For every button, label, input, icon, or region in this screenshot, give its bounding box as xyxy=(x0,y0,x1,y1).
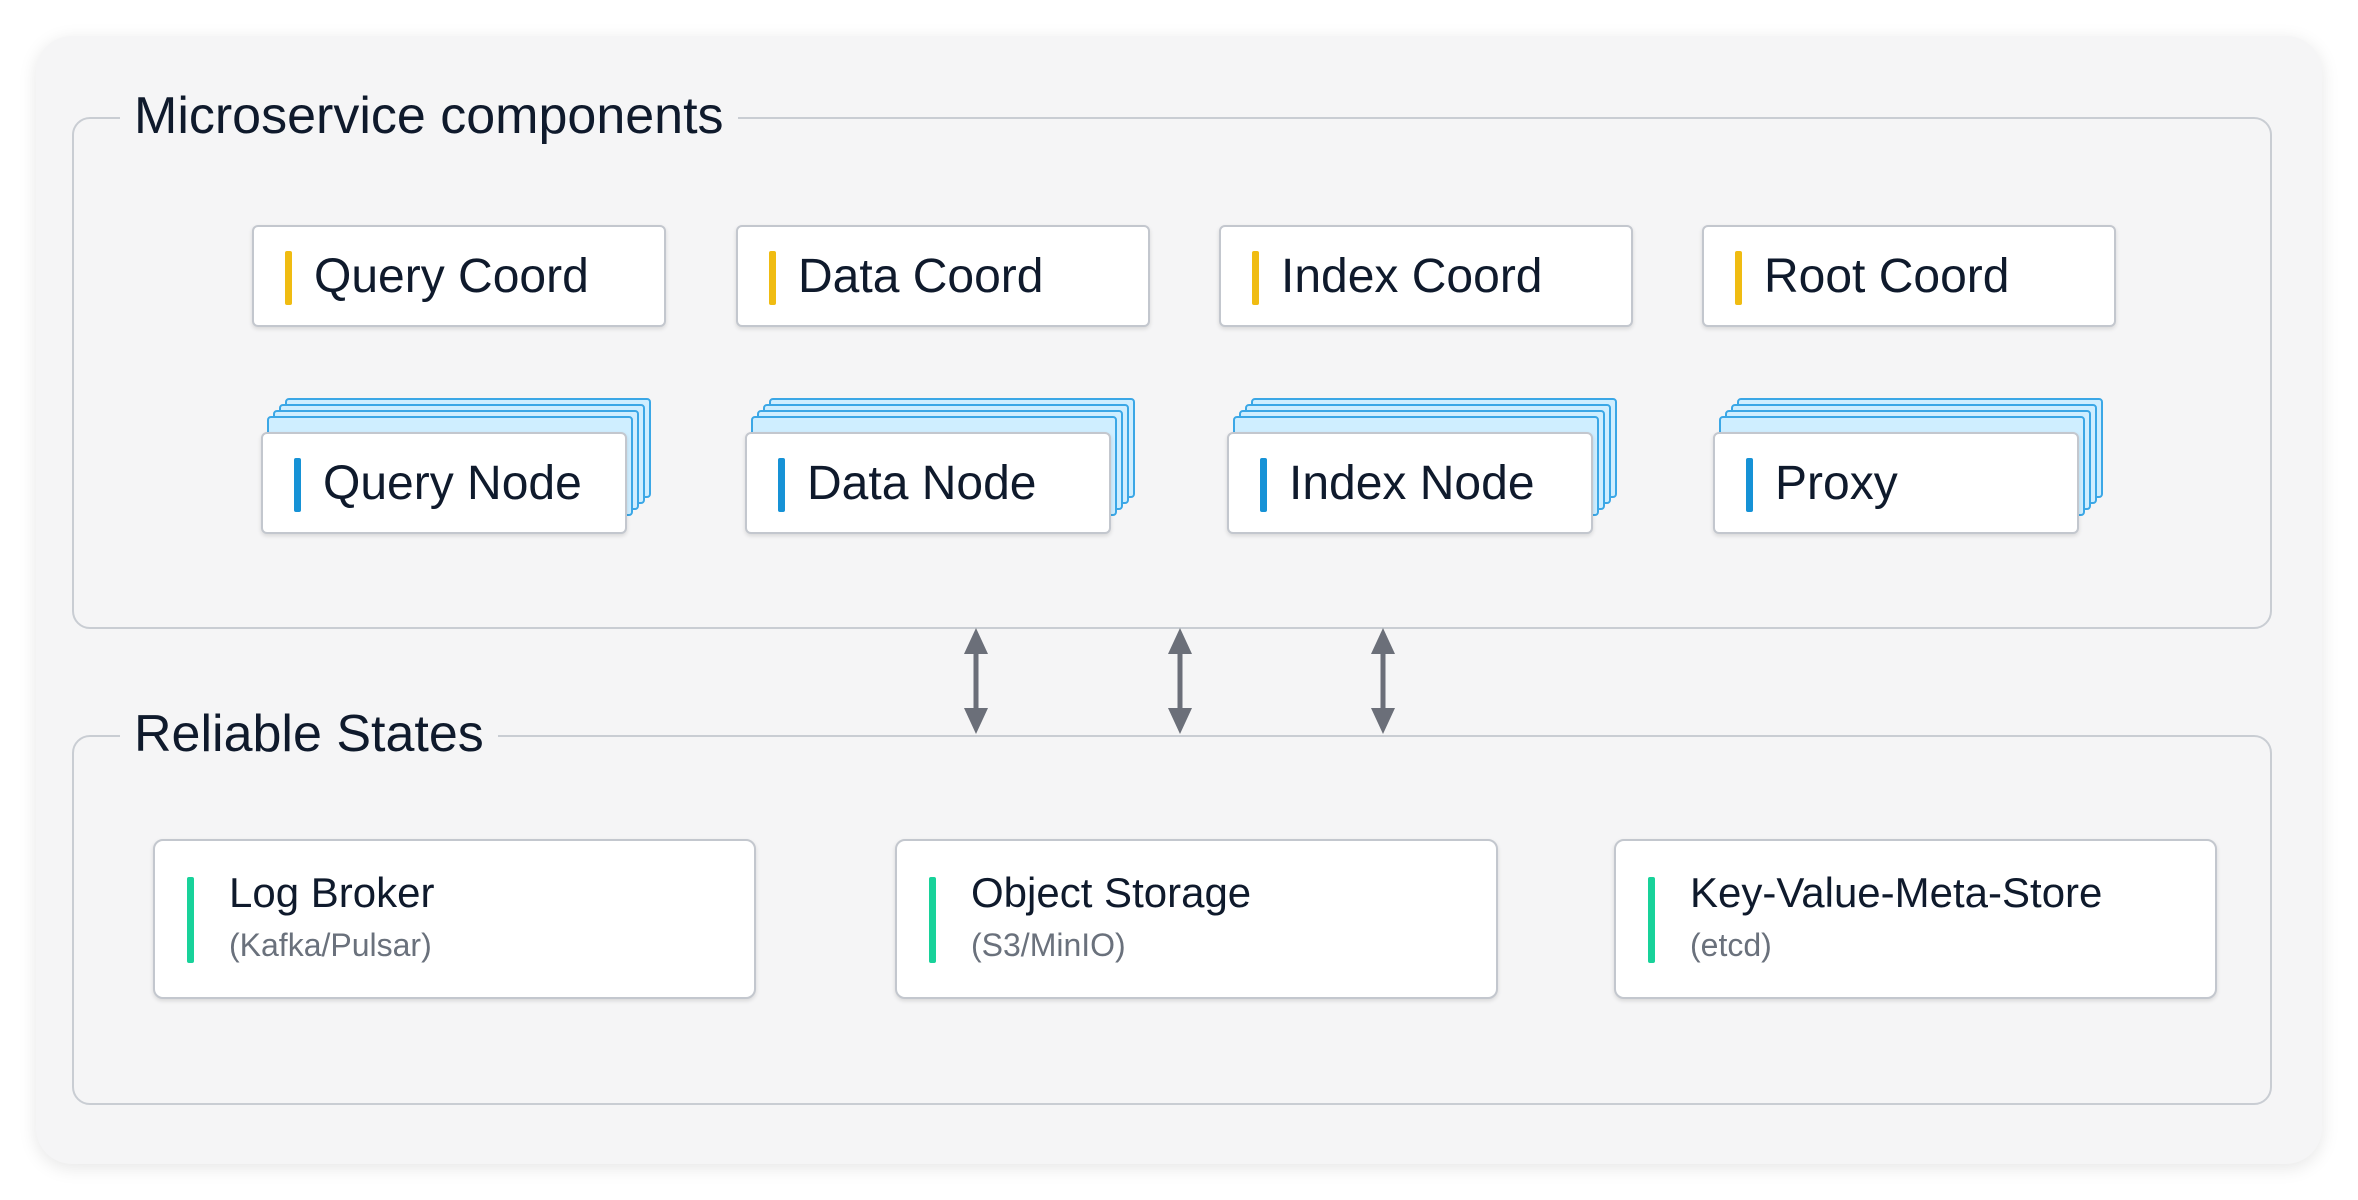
state-subtitle: (etcd) xyxy=(1690,927,1772,963)
state-title: Object Storage xyxy=(971,869,1252,916)
proxy-stack: Proxy xyxy=(1713,398,2113,538)
accent-bar xyxy=(285,251,292,305)
log-broker-box: Log Broker (Kafka/Pulsar) xyxy=(153,839,756,999)
coord-label: Index Coord xyxy=(1281,249,1543,303)
accent-bar xyxy=(1252,251,1259,305)
node-label: Proxy xyxy=(1775,456,1898,510)
microservice-components-title: Microservice components xyxy=(120,86,738,146)
double-arrow-3 xyxy=(1371,628,1395,734)
accent-bar xyxy=(929,877,936,963)
double-arrow-2 xyxy=(1168,628,1192,734)
query-node-stack: Query Node xyxy=(261,398,661,538)
microservice-components-group xyxy=(72,117,2272,629)
query-coord-box: Query Coord xyxy=(252,225,666,327)
state-title: Key-Value-Meta-Store xyxy=(1690,869,2103,916)
state-subtitle: (Kafka/Pulsar) xyxy=(229,927,432,963)
index-node-box: Index Node xyxy=(1227,432,1593,534)
reliable-states-group xyxy=(72,735,2272,1105)
node-label: Data Node xyxy=(807,456,1037,510)
node-label: Query Node xyxy=(323,456,582,510)
key-value-meta-store-box: Key-Value-Meta-Store (etcd) xyxy=(1614,839,2217,999)
index-coord-box: Index Coord xyxy=(1219,225,1633,327)
accent-bar xyxy=(1260,458,1267,512)
accent-bar xyxy=(778,458,785,512)
accent-bar xyxy=(769,251,776,305)
node-label: Index Node xyxy=(1289,456,1535,510)
double-arrow-1 xyxy=(964,628,988,734)
accent-bar xyxy=(1746,458,1753,512)
index-node-stack: Index Node xyxy=(1227,398,1627,538)
coord-label: Data Coord xyxy=(798,249,1044,303)
accent-bar xyxy=(187,877,194,963)
reliable-states-title: Reliable States xyxy=(120,704,498,764)
proxy-box: Proxy xyxy=(1713,432,2079,534)
accent-bar xyxy=(1648,877,1655,963)
query-node-box: Query Node xyxy=(261,432,627,534)
state-subtitle: (S3/MinIO) xyxy=(971,927,1126,963)
connector-arrows xyxy=(964,628,1395,734)
accent-bar xyxy=(1735,251,1742,305)
coord-label: Query Coord xyxy=(314,249,589,303)
accent-bar xyxy=(294,458,301,512)
data-coord-box: Data Coord xyxy=(736,225,1150,327)
state-title: Log Broker xyxy=(229,869,435,916)
object-storage-box: Object Storage (S3/MinIO) xyxy=(895,839,1498,999)
root-coord-box: Root Coord xyxy=(1702,225,2116,327)
data-node-stack: Data Node xyxy=(745,398,1145,538)
coord-label: Root Coord xyxy=(1764,249,2010,303)
diagram-canvas: Microservice components Query Coord Data… xyxy=(36,36,2322,1164)
data-node-box: Data Node xyxy=(745,432,1111,534)
